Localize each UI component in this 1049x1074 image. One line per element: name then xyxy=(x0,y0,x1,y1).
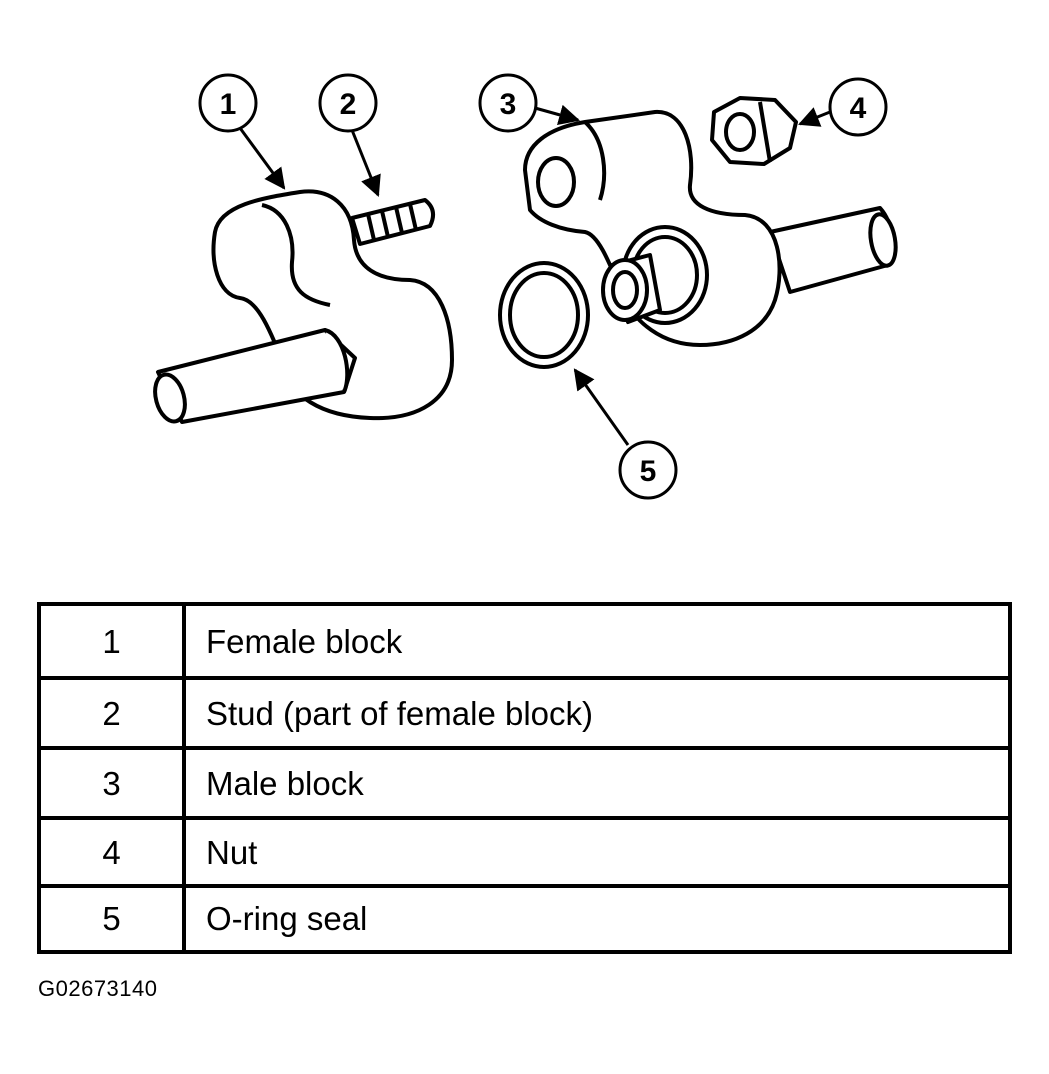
part-number: 5 xyxy=(41,888,186,950)
leader-line-4 xyxy=(798,107,831,127)
figure-id: G02673140 xyxy=(38,976,158,1001)
callout-circle-5 xyxy=(618,440,678,500)
part-number: 1 xyxy=(41,606,186,678)
callout-circle-2 xyxy=(318,73,378,133)
leader-line-3 xyxy=(534,104,581,126)
part-number: 3 xyxy=(41,750,186,818)
part-description: O-ring seal xyxy=(206,900,368,937)
leader-lines xyxy=(238,104,831,446)
callout-label-3: 3 xyxy=(500,88,517,121)
stud-illustration xyxy=(350,198,436,246)
table-row: 2 Stud (part of female block) xyxy=(41,676,1008,748)
table-row: 4 Nut xyxy=(41,816,1008,886)
callout-label-4: 4 xyxy=(850,92,867,125)
leader-line-1 xyxy=(238,127,286,190)
part-description: Female block xyxy=(206,623,403,660)
part-description: Nut xyxy=(206,834,258,871)
leader-line-2 xyxy=(350,129,381,197)
female-block-illustration xyxy=(153,189,454,424)
callout-label-2: 2 xyxy=(340,88,357,121)
callout-circle-4 xyxy=(828,77,888,137)
table-row: 5 O-ring seal xyxy=(41,884,1008,950)
male-block-illustration xyxy=(523,109,898,347)
part-description: Male block xyxy=(206,765,364,802)
callout-label-1: 1 xyxy=(220,88,237,121)
leader-line-5 xyxy=(573,368,630,446)
exploded-view-diagram: 1 2 3 4 5 xyxy=(153,73,898,500)
table-row: 1 Female block xyxy=(41,606,1008,678)
callout-circle-3 xyxy=(478,73,538,133)
o-ring-illustration xyxy=(498,261,590,369)
part-number: 2 xyxy=(41,680,186,748)
callout-circle-1 xyxy=(198,73,258,133)
callout-label-5: 5 xyxy=(640,455,657,488)
parts-legend-table: 1 Female block 2 Stud (part of female bl… xyxy=(37,602,1012,954)
part-number: 4 xyxy=(41,820,186,886)
nut-illustration xyxy=(710,96,798,166)
part-description: Stud (part of female block) xyxy=(206,695,594,732)
table-row: 3 Male block xyxy=(41,746,1008,818)
